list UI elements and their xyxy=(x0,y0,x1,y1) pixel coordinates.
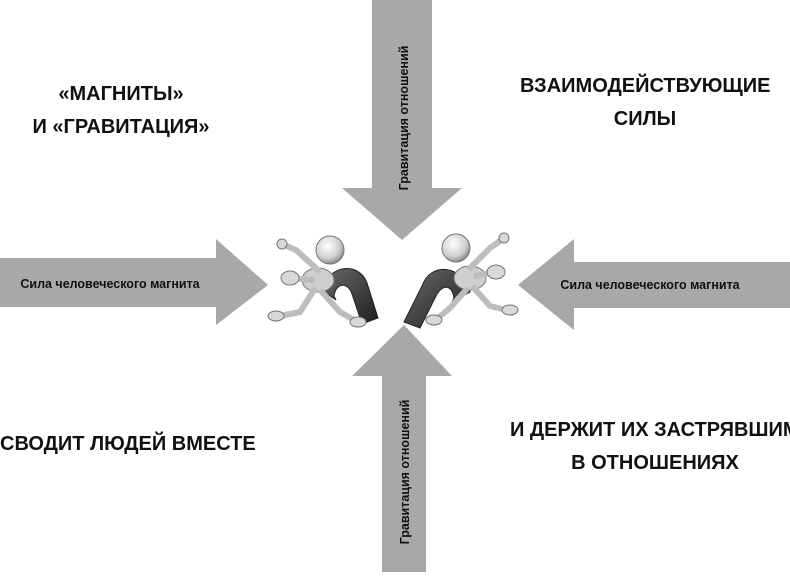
right-figure-with-magnet xyxy=(403,232,519,329)
caption-line: «МАГНИТЫ» xyxy=(58,83,184,105)
left-magnet xyxy=(321,268,379,325)
arrow-right xyxy=(518,239,790,330)
arrow-top-label: Гравитация отношений xyxy=(397,46,411,191)
caption-line: СИЛЫ xyxy=(613,108,677,130)
arrow-top xyxy=(342,0,462,240)
caption-magnets-gravity: «МАГНИТЫ» И «ГРАВИТАЦИЯ» xyxy=(14,78,228,144)
caption-brings-together: СВОДИТ ЛЮДЕЙ ВМЕСТЕ xyxy=(0,428,256,461)
left-figure-with-magnet xyxy=(267,235,379,328)
arrow-right-label: Сила человеческого магнита xyxy=(560,278,740,292)
caption-line: И ДЕРЖИТ ИХ ЗАСТРЯВШИМИ xyxy=(510,419,790,441)
arrow-bottom xyxy=(352,325,452,572)
arrow-left-label: Сила человеческого магнита xyxy=(20,277,200,291)
caption-line: В ОТНОШЕНИЯХ xyxy=(571,452,739,474)
caption-line: ВЗАИМОДЕЙСТВУЮЩИЕ xyxy=(520,75,771,97)
arrow-left xyxy=(0,239,268,325)
caption-line: И «ГРАВИТАЦИЯ» xyxy=(32,116,210,138)
caption-line: СВОДИТ ЛЮДЕЙ ВМЕСТЕ xyxy=(0,433,256,455)
caption-keeps-stuck: И ДЕРЖИТ ИХ ЗАСТРЯВШИМИ В ОТНОШЕНИЯХ xyxy=(510,414,790,480)
arrow-bottom-label: Гравитация отношений xyxy=(398,400,412,545)
right-magnet xyxy=(403,269,471,329)
caption-interacting-forces: ВЗАИМОДЕЙСТВУЮЩИЕ СИЛЫ xyxy=(520,70,770,136)
